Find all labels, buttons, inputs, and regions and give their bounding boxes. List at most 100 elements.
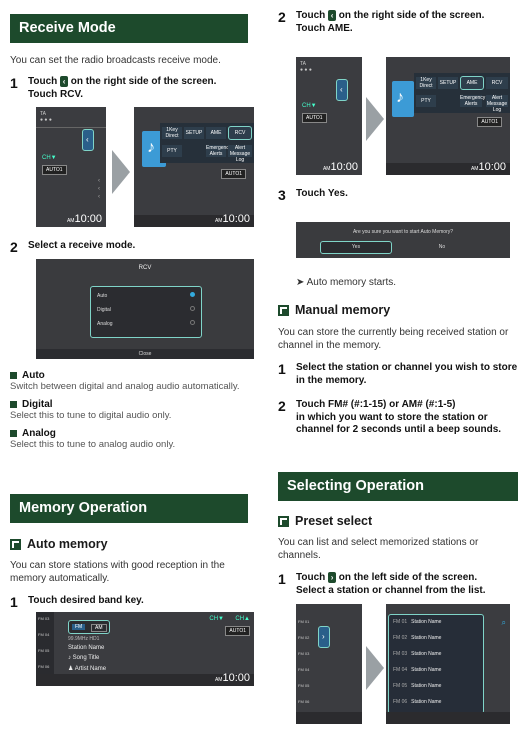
auto-memory-step-2: 2 Touch ‹ on the right side of the scree… bbox=[278, 10, 518, 35]
auto-badge: AUTO1 bbox=[302, 113, 327, 123]
open-list-tab[interactable]: › bbox=[318, 626, 330, 648]
clock: AM10:00 bbox=[66, 213, 102, 225]
menu-pty[interactable]: PTY bbox=[162, 145, 182, 157]
ame-label: AME bbox=[327, 22, 350, 34]
step-text: Select a receive mode. bbox=[28, 240, 136, 251]
open-menu-tab[interactable]: ‹ bbox=[336, 79, 348, 101]
item-desc: Select this to tune to analog audio only… bbox=[10, 439, 176, 450]
step-number: 2 bbox=[278, 9, 286, 25]
receive-step-2: 2 Select a receive mode. bbox=[10, 240, 248, 254]
section-title-receive-mode: Receive Mode bbox=[10, 14, 248, 43]
song-row: ♪ Song Title bbox=[68, 655, 100, 661]
bullet-icon bbox=[10, 401, 17, 408]
preset-fm03[interactable]: FM 03 bbox=[38, 616, 50, 621]
rcv-label: RCV bbox=[60, 88, 81, 100]
menu-setup[interactable]: SETUP bbox=[438, 77, 458, 89]
search-icon[interactable]: ⌕ bbox=[501, 618, 506, 627]
bottom-bar bbox=[296, 712, 362, 724]
step-text: Touch ‹ on the right side of the screen.… bbox=[28, 76, 216, 101]
fm-key-label: FM# bbox=[328, 399, 349, 410]
section-square-icon bbox=[278, 515, 289, 527]
step-text: Touch desired band key. bbox=[28, 595, 144, 606]
menu-1key-direct[interactable]: 1Key Direct bbox=[416, 77, 436, 89]
radio-selected-icon bbox=[190, 292, 195, 297]
step-number: 1 bbox=[278, 571, 286, 587]
result-text: ➤ Auto memory starts. bbox=[296, 277, 397, 288]
option-analog[interactable]: Analog bbox=[97, 321, 113, 327]
album-art: ♪ bbox=[392, 81, 414, 117]
popup-menu: 1Key Direct SETUP AME RCV PTY Emergency … bbox=[160, 123, 254, 163]
popup-menu: 1Key Direct SETUP AME RCV PTY Emergency … bbox=[414, 73, 510, 113]
yes-button[interactable]: Yes bbox=[320, 241, 392, 254]
radio-screen-menu-2: ♪ 1Key Direct SETUP AME RCV PTY Emergenc… bbox=[386, 57, 510, 175]
dialog-title: RCV bbox=[138, 265, 152, 271]
manual-memory-text: You can store the currently being receiv… bbox=[278, 327, 509, 351]
menu-emergency[interactable]: Emergency Alerts bbox=[460, 95, 486, 107]
chevron-right-icon: › bbox=[322, 632, 325, 641]
bottom-bar bbox=[386, 712, 510, 724]
receive-step-1: 1 Touch ‹ on the right side of the scree… bbox=[10, 76, 248, 101]
clock: AM10:00 bbox=[470, 161, 506, 173]
music-note-icon: ♪ bbox=[147, 139, 155, 156]
preset-step-1: 1 Touch › on the left side of the screen… bbox=[278, 572, 518, 597]
menu-rcv[interactable]: RCV bbox=[486, 77, 508, 89]
manual-step-2: 2 Touch FM# (#:1-15) or AM# (#:1-5) in w… bbox=[278, 399, 518, 437]
radio-screen-small-2: TA● ● ● ‹ CH▼ AUTO1 AM10:00 bbox=[296, 57, 362, 175]
menu-ame[interactable]: AME bbox=[206, 127, 226, 139]
menu-setup[interactable]: SETUP bbox=[184, 127, 204, 139]
item-label: Analog bbox=[22, 428, 56, 439]
step-number: 1 bbox=[278, 361, 286, 377]
receive-mode-items: Auto Switch between digital and analog a… bbox=[10, 370, 248, 451]
subtitle-manual-memory: Manual memory bbox=[278, 303, 390, 317]
preset-select-text: You can list and select memorized statio… bbox=[278, 537, 479, 561]
station-name: Station Name bbox=[68, 645, 105, 651]
preset-fm06[interactable]: FM 06 bbox=[38, 664, 50, 669]
chevron-left-icon: ‹ bbox=[60, 76, 69, 87]
menu-emergency[interactable]: Emergency Alerts bbox=[206, 145, 232, 157]
bullet-icon bbox=[10, 430, 17, 437]
music-note-icon: ♪ bbox=[396, 89, 404, 106]
subtitle-auto-memory: Auto memory bbox=[10, 537, 108, 551]
am-key-label: AM# bbox=[401, 399, 423, 410]
preset-fm05[interactable]: FM 05 bbox=[38, 648, 50, 653]
rcv-options: Auto Digital Analog bbox=[90, 286, 202, 338]
menu-pty[interactable]: PTY bbox=[416, 95, 436, 107]
preset-fm04[interactable]: FM 04 bbox=[38, 632, 50, 637]
side-dots: ‹‹‹ bbox=[98, 178, 100, 200]
chevron-left-icon: ‹ bbox=[86, 135, 89, 144]
open-menu-tab[interactable]: ‹ bbox=[82, 129, 94, 151]
item-label: Digital bbox=[22, 399, 53, 410]
ch-down-label: CH▼ bbox=[42, 155, 57, 161]
receive-mode-intro: You can set the radio broadcasts receive… bbox=[10, 55, 221, 66]
confirm-dialog: Are you sure you want to start Auto Memo… bbox=[296, 222, 510, 258]
menu-alert-log[interactable]: Alert Message Log bbox=[228, 145, 252, 163]
fm-band-button[interactable]: FM bbox=[72, 624, 86, 630]
auto-badge: AUTO1 bbox=[477, 117, 502, 127]
auto-badge: AUTO1 bbox=[42, 165, 67, 175]
menu-ame[interactable]: AME bbox=[460, 76, 484, 90]
close-button[interactable]: Close bbox=[36, 349, 254, 359]
bottom-bar bbox=[386, 163, 510, 175]
step-text: Touch ‹ on the right side of the screen.… bbox=[296, 10, 485, 34]
section-title-memory-operation: Memory Operation bbox=[10, 494, 248, 523]
item-desc: Select this to tune to digital audio onl… bbox=[10, 410, 172, 421]
no-button[interactable]: No bbox=[438, 244, 446, 250]
item-digital: Digital bbox=[10, 399, 248, 410]
chevron-right-icon: › bbox=[328, 572, 337, 583]
option-digital[interactable]: Digital bbox=[97, 307, 111, 313]
menu-alert-log[interactable]: Alert Message Log bbox=[486, 95, 508, 113]
menu-rcv[interactable]: RCV bbox=[228, 126, 252, 140]
section-square-icon bbox=[278, 304, 289, 316]
option-auto[interactable]: Auto bbox=[97, 293, 108, 299]
subtitle-preset-select: Preset select bbox=[278, 514, 372, 528]
menu-1key-direct[interactable]: 1Key Direct bbox=[162, 127, 182, 139]
radio-icon bbox=[190, 306, 195, 311]
am-band-button[interactable]: AM bbox=[91, 624, 107, 632]
